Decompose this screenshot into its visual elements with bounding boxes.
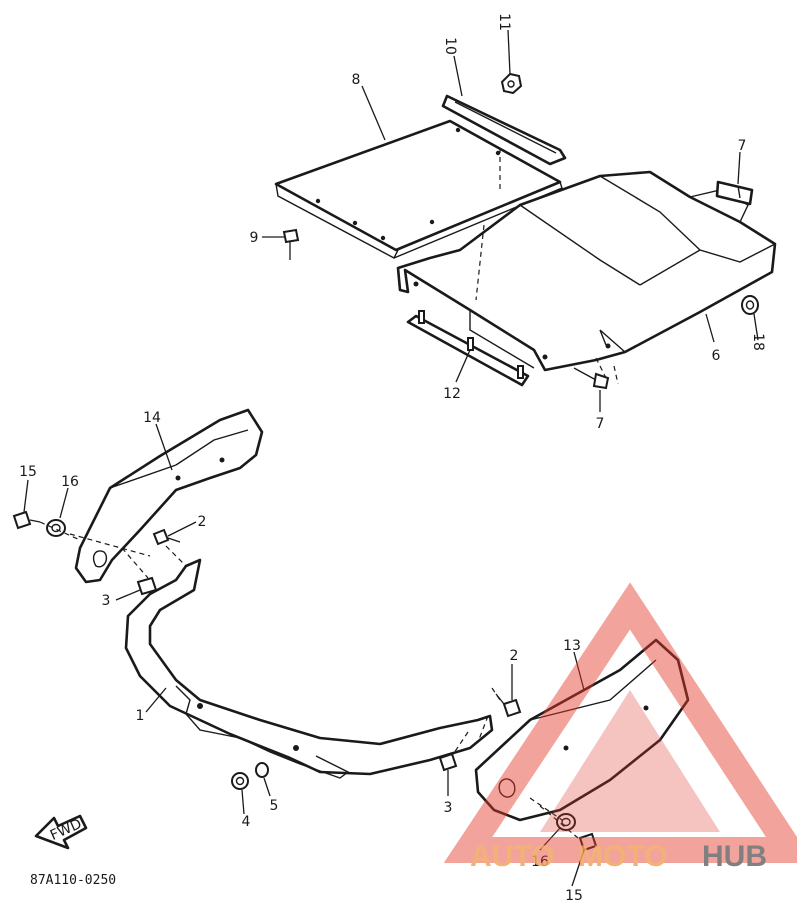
callout-11: 11	[496, 13, 512, 31]
part-5-washer	[255, 762, 269, 778]
watermark-text-auto: AUTO	[470, 840, 554, 873]
callout-7-bottom: 7	[596, 416, 605, 432]
warning-triangle-icon	[443, 582, 797, 863]
part-14-left-cover	[74, 408, 264, 584]
callout-16-right: 16	[531, 854, 549, 870]
leader-lines	[23, 29, 759, 887]
callout-3-left: 3	[102, 593, 111, 609]
callout-5: 5	[270, 798, 279, 814]
callout-9: 9	[250, 230, 259, 246]
callout-10: 10	[442, 37, 458, 55]
part-6-cowl	[396, 170, 777, 372]
part-15-bolt-right	[578, 832, 598, 852]
watermark-text-hub: HUB	[702, 840, 767, 873]
callout-4: 4	[242, 814, 251, 830]
part-1-grab-bar	[124, 558, 494, 779]
callout-8: 8	[352, 72, 361, 88]
alignment-line	[475, 148, 619, 385]
callout-18: 18	[750, 333, 766, 351]
part-3-nut-left	[136, 576, 158, 596]
alignment-line	[39, 521, 579, 839]
callout-2-left: 2	[198, 514, 207, 530]
part-4-nut	[231, 772, 249, 790]
callout-labels: 8 10 11 9 7 6 18 12 7 14 15 16 2 3 1 2 1…	[19, 13, 766, 904]
watermark-text-moto: MOTO	[578, 840, 667, 873]
part-2-screw-left	[152, 528, 181, 546]
part-3-nut-right	[438, 752, 458, 772]
part-2-screw-right	[495, 693, 522, 718]
part-16-grommet-right	[556, 813, 576, 831]
callout-15-left: 15	[19, 464, 37, 480]
part-16-grommet-left	[46, 519, 66, 537]
callout-15-right: 15	[565, 888, 583, 904]
part-18-grommet	[741, 295, 759, 315]
callout-14: 14	[143, 410, 161, 426]
callout-7-top: 7	[738, 138, 747, 154]
part-7-clip	[715, 180, 754, 206]
callout-6: 6	[712, 348, 721, 364]
part-15-bolt-left	[12, 510, 41, 530]
callout-2-right: 2	[510, 648, 519, 664]
watermark: AUTO MOTO HUB	[443, 582, 797, 873]
part-10-strip	[441, 94, 567, 166]
part-7-bolt	[573, 367, 610, 390]
part-code: 87A110-0250	[30, 873, 116, 888]
fwd-arrow-icon: FWD	[34, 814, 88, 850]
part-13-right-cover	[474, 638, 690, 822]
part-8-plate	[274, 119, 563, 259]
callout-3-right: 3	[444, 800, 453, 816]
callout-13: 13	[563, 638, 581, 654]
part-9-rivet	[282, 228, 300, 260]
callout-12: 12	[443, 386, 461, 402]
callout-1: 1	[136, 708, 145, 724]
callout-16-left: 16	[61, 474, 79, 490]
part-11-nut	[500, 72, 523, 95]
part-12-bracket	[406, 310, 530, 387]
